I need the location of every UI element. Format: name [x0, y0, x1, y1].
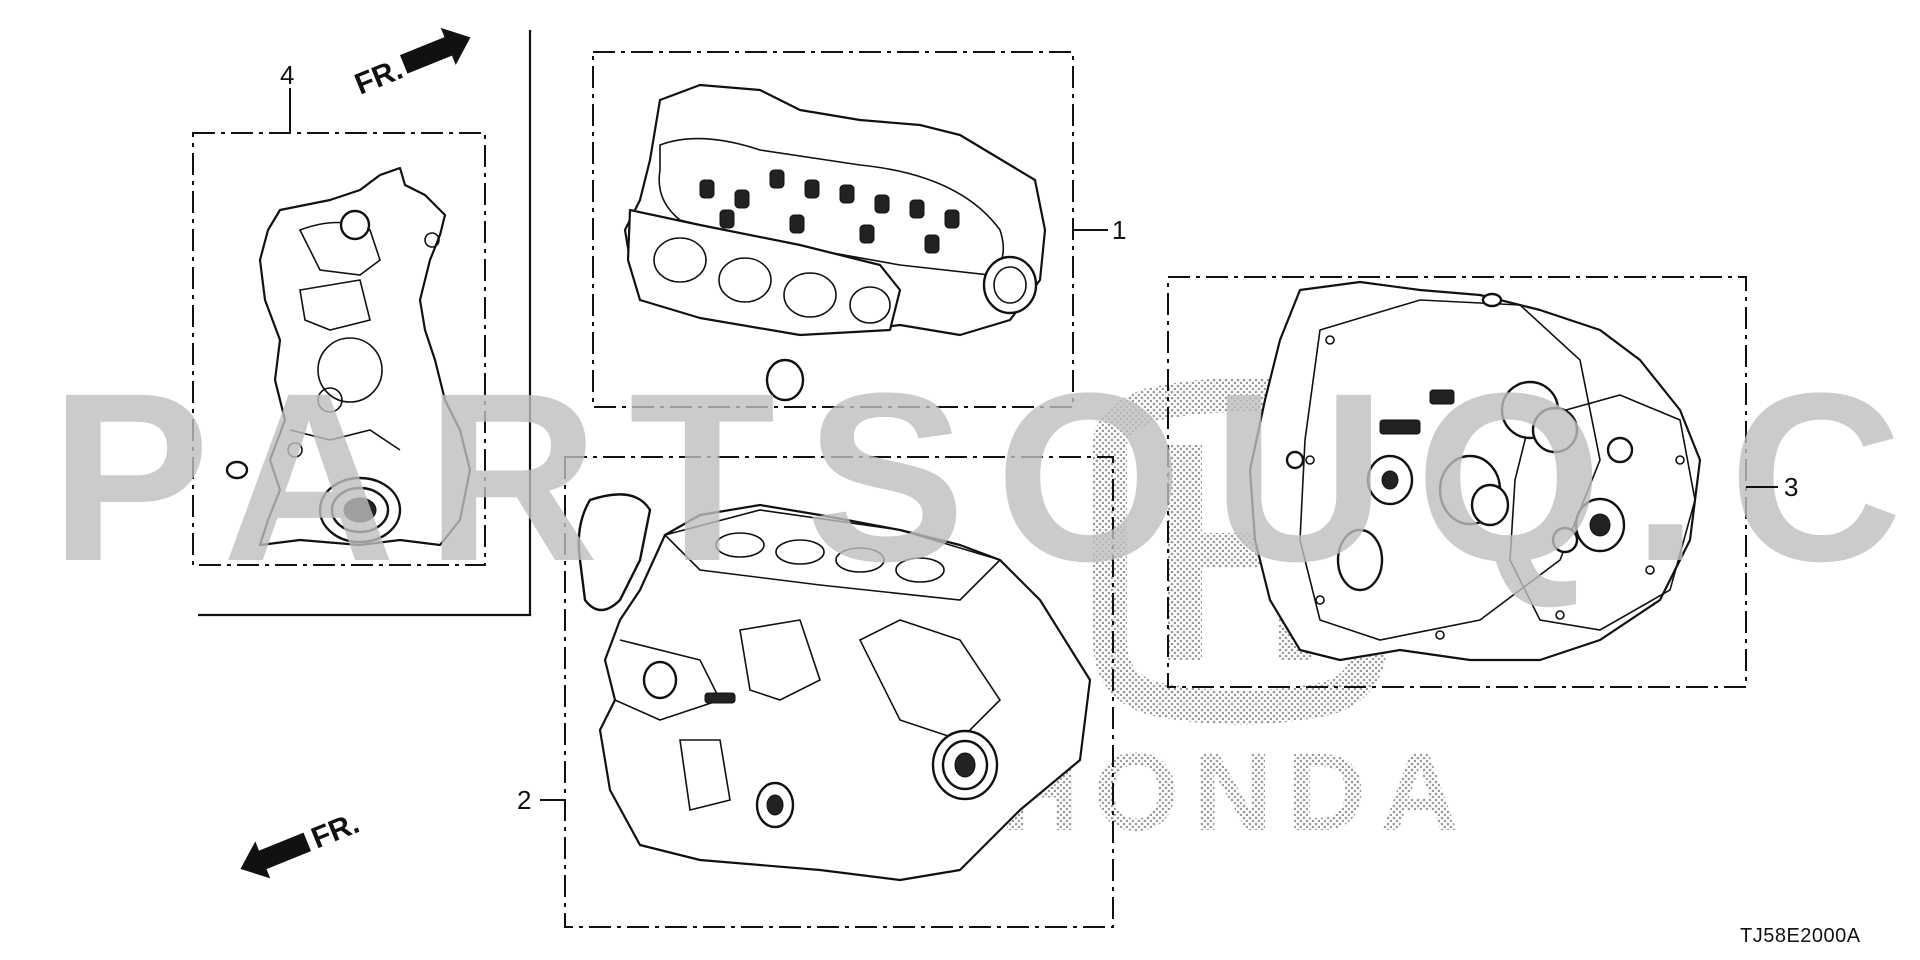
frame-part-2: [564, 456, 1114, 928]
fr-label-bottom: FR.: [307, 807, 364, 856]
o-ring-part-4: [225, 460, 249, 480]
valve-stem-seals: [699, 169, 960, 254]
o-ring-part-1: [765, 358, 805, 402]
block-gasket-kit: [577, 493, 1092, 882]
section-frames: [192, 30, 1747, 928]
callout-3: 3: [1784, 472, 1798, 502]
fr-label-top: FR.: [350, 53, 407, 102]
callout-2: 2: [517, 785, 531, 815]
crank-oil-seal-part-2: [931, 729, 999, 801]
frame-part-4: [192, 132, 486, 566]
diagram-code: TJ58E2000A: [1740, 925, 1861, 947]
callout-4: 4: [280, 60, 294, 90]
front-direction-arrow-icon: FR.: [350, 27, 471, 102]
timing-cover-kit: [225, 166, 472, 547]
head-gasket-kit: [623, 83, 1047, 402]
watermark-text: PARTSOUQ.COM: [50, 343, 1920, 611]
front-direction-arrow-icon: FR.: [240, 807, 364, 879]
crank-oil-seal-part-4: [318, 476, 402, 544]
left-partition-line: [198, 30, 532, 617]
callout-leaders: [289, 88, 1778, 801]
callout-1: 1: [1112, 215, 1126, 245]
transmission-gasket-kit: [1248, 280, 1702, 662]
